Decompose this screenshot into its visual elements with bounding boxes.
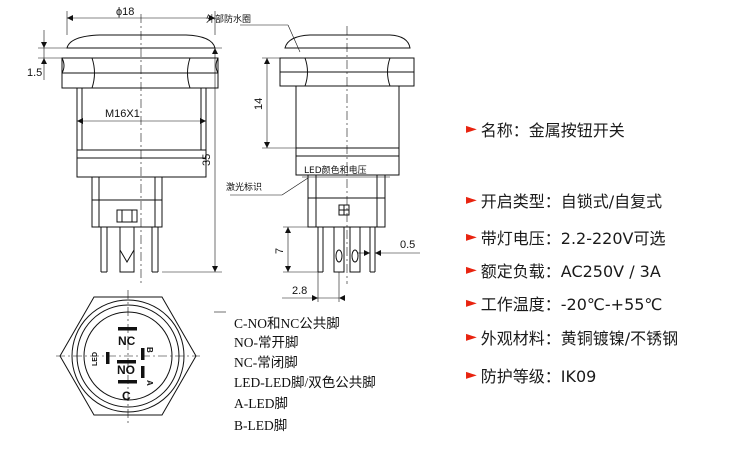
legend-line: C-NO和NC公共脚 <box>234 316 340 331</box>
bottom-view <box>56 290 200 423</box>
dim-body-height: 14 <box>253 98 265 110</box>
spec-item: ► 工作温度：-20℃-+55℃ <box>466 291 752 315</box>
arrow-right-icon: ► <box>466 295 477 311</box>
spec-item: ► 外观材料：黄铜镀镍/不锈钢 <box>466 325 752 349</box>
pin-label-a: A <box>145 380 154 386</box>
spec-item: ► 防护等级：IK09 <box>466 363 752 387</box>
spec-text: 防护等级：IK09 <box>480 367 597 386</box>
pin-label-led: LED <box>92 352 99 366</box>
legend-line: LED-LED脚/双色公共脚 <box>234 374 376 390</box>
spec-item: ► 带灯电压：2.2-220V可选 <box>466 225 752 249</box>
arrow-right-icon: ► <box>466 192 477 208</box>
pin-label-b: B <box>145 347 154 353</box>
spec-text: 工作温度：-20℃-+55℃ <box>480 295 663 314</box>
spec-text: 外观材料：黄铜镀镍/不锈钢 <box>480 329 679 348</box>
legend-line: NO-常开脚 <box>234 335 299 350</box>
arrow-right-icon: ► <box>466 367 477 383</box>
arrow-right-icon: ► <box>466 329 477 345</box>
arrow-right-icon: ► <box>466 262 477 278</box>
arrow-right-icon: ► <box>466 229 477 245</box>
legend-line: B-LED脚 <box>234 418 287 433</box>
dim-ring-thickness: 1.5 <box>27 67 42 79</box>
spec-text: 带灯电压：2.2-220V可选 <box>480 229 666 248</box>
arrow-right-icon: ► <box>466 121 477 137</box>
right-side-view <box>230 24 420 302</box>
callout-laser-mark: 激光标识 <box>226 181 262 193</box>
spec-text: 开启类型：自锁式/自复式 <box>480 192 663 211</box>
pin-label-c: C <box>122 389 131 403</box>
legend-line: NC-常闭脚 <box>234 355 298 370</box>
spec-item: ► 额定负载：AC250V / 3A <box>466 258 752 282</box>
spec-item: ► 开启类型：自锁式/自复式 <box>466 188 752 212</box>
dim-thread: M16X1 <box>105 108 140 120</box>
dim-total-height: 35 <box>201 154 213 166</box>
pin-legend: C-NO和NC公共脚 NO-常开脚 NC-常闭脚 LED-LED脚/双色公共脚 … <box>234 316 376 433</box>
pin-label-nc: NC <box>118 334 136 348</box>
callout-waterproof-ring: 外部防水圈 <box>206 13 251 25</box>
legend-line: A-LED脚 <box>234 396 288 411</box>
spec-text: 名称：金属按钮开关 <box>480 121 625 140</box>
callout-led-color-voltage: LED颜色和电压 <box>304 164 367 176</box>
spec-item: ► 名称：金属按钮开关 <box>466 117 752 141</box>
dim-pin-length: 7 <box>274 248 286 254</box>
left-side-view <box>38 11 222 284</box>
dim-pin-spacing: 2.8 <box>292 285 307 297</box>
pin-label-no: NO <box>117 363 135 377</box>
dim-pin-width: 0.5 <box>400 239 415 251</box>
dim-diameter: ϕ18 <box>116 6 134 18</box>
spec-text: 额定负载：AC250V / 3A <box>480 262 661 281</box>
